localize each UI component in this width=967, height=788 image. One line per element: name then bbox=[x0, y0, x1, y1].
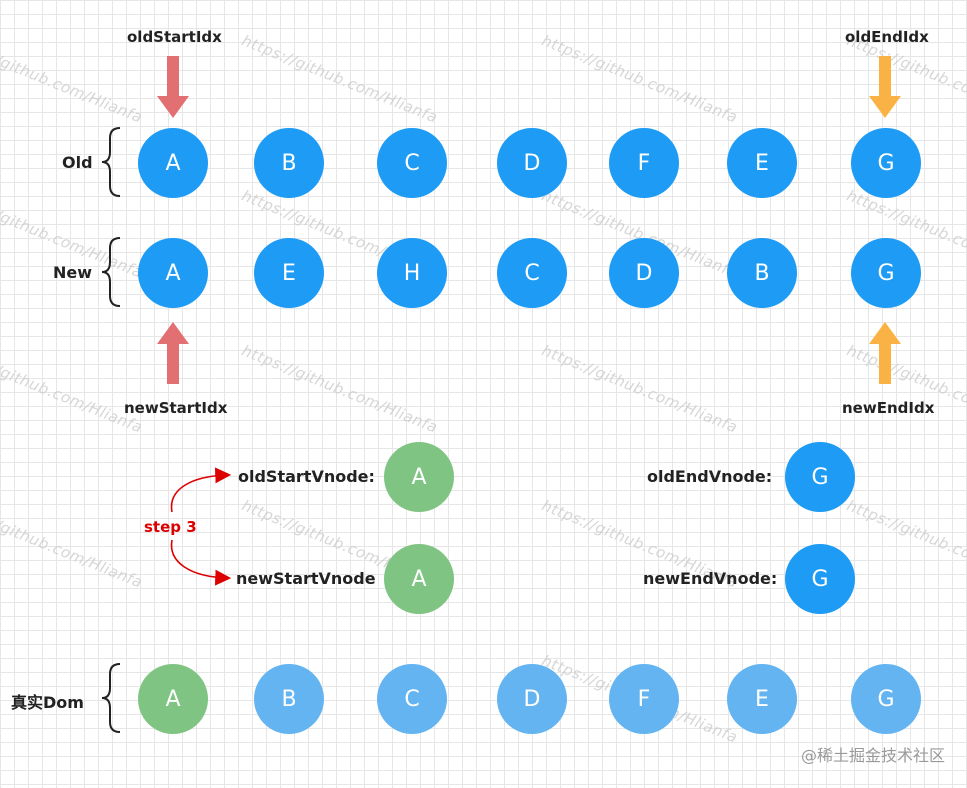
new-node: E bbox=[254, 238, 324, 308]
real-dom-node: F bbox=[609, 664, 679, 734]
new-start-vnode-label: newStartVnode bbox=[236, 569, 376, 588]
old-node: F bbox=[609, 128, 679, 198]
new-start-idx-label: newStartIdx bbox=[124, 399, 228, 417]
old-node: E bbox=[727, 128, 797, 198]
new-end-vnode-label: newEndVnode: bbox=[643, 569, 778, 588]
new-end-vnode: G bbox=[785, 544, 855, 614]
old-row-label: Old bbox=[62, 153, 93, 172]
old-end-vnode: G bbox=[785, 442, 855, 512]
new-node: B bbox=[727, 238, 797, 308]
new-node: C bbox=[497, 238, 567, 308]
new-node: A bbox=[138, 238, 208, 308]
old-start-vnode-label: oldStartVnode: bbox=[238, 467, 375, 486]
old-node: G bbox=[851, 128, 921, 198]
old-node: A bbox=[138, 128, 208, 198]
real-dom-node: A bbox=[138, 664, 208, 734]
old-node: B bbox=[254, 128, 324, 198]
real-dom-node: D bbox=[497, 664, 567, 734]
old-row-brace bbox=[101, 127, 121, 197]
new-node: D bbox=[609, 238, 679, 308]
real-dom-node: C bbox=[377, 664, 447, 734]
brand-watermark: @稀土掘金技术社区 bbox=[800, 746, 945, 765]
old-end-idx-arrow bbox=[869, 56, 901, 118]
new-row-label: New bbox=[53, 263, 93, 282]
new-row-brace bbox=[101, 237, 121, 307]
real-dom-node: G bbox=[851, 664, 921, 734]
real-dom-row-brace bbox=[101, 663, 121, 733]
new-node: H bbox=[377, 238, 447, 308]
old-node: C bbox=[377, 128, 447, 198]
step-arrow-up bbox=[170, 467, 232, 513]
new-start-vnode: A bbox=[384, 544, 454, 614]
old-start-vnode: A bbox=[384, 442, 454, 512]
new-start-idx-arrow bbox=[157, 322, 189, 384]
old-end-vnode-label: oldEndVnode: bbox=[647, 467, 773, 486]
step-arrow-down bbox=[170, 539, 232, 586]
real-dom-node: E bbox=[727, 664, 797, 734]
old-start-idx-label: oldStartIdx bbox=[127, 28, 222, 46]
old-start-idx-arrow bbox=[157, 56, 189, 118]
old-node: D bbox=[497, 128, 567, 198]
real-dom-row-label: 真实Dom bbox=[11, 693, 84, 712]
new-end-idx-label: newEndIdx bbox=[842, 399, 935, 417]
step-label: step 3 bbox=[144, 518, 197, 536]
new-node: G bbox=[851, 238, 921, 308]
real-dom-node: B bbox=[254, 664, 324, 734]
old-end-idx-label: oldEndIdx bbox=[845, 28, 929, 46]
new-end-idx-arrow bbox=[869, 322, 901, 384]
